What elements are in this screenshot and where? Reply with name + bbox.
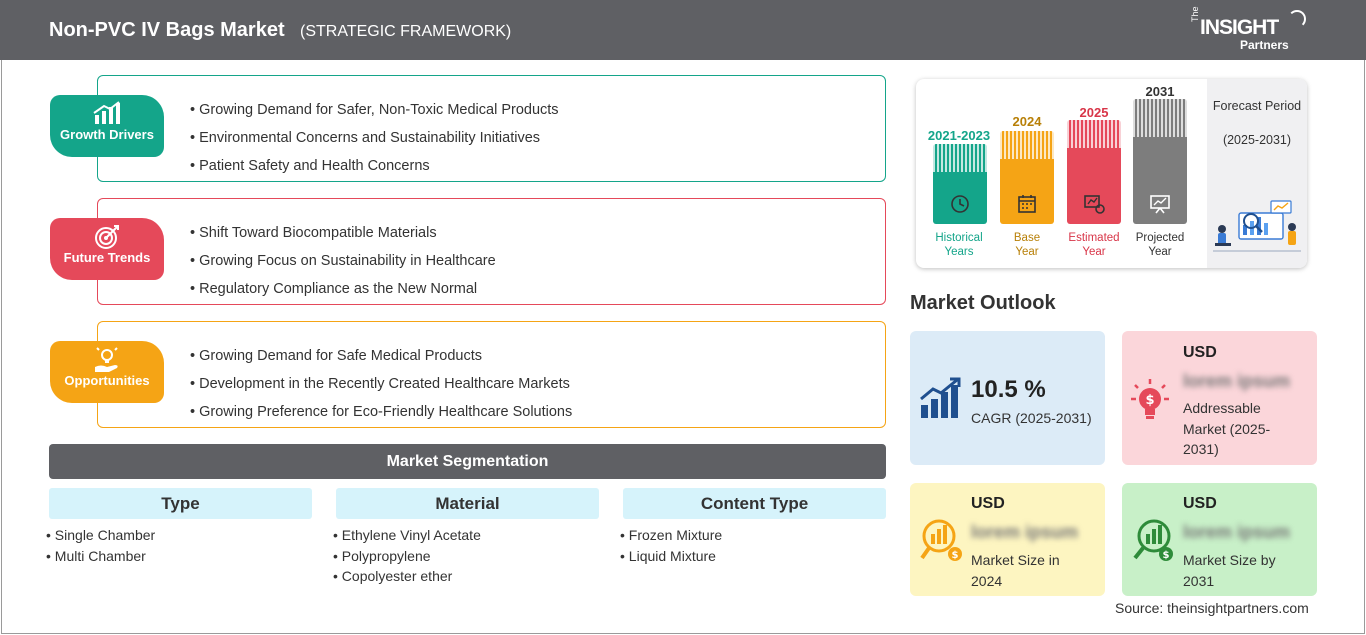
segment-type-title: Type — [49, 488, 312, 519]
list-item: Growing Demand for Safer, Non-Toxic Medi… — [190, 96, 558, 124]
segment-content-type-title: Content Type — [623, 488, 886, 519]
list-item: Regulatory Compliance as the New Normal — [190, 275, 496, 303]
page-title: Non-PVC IV Bags Market — [49, 19, 285, 41]
segment-type: Type Single Chamber Multi Chamber — [49, 488, 312, 566]
growth-drivers-box: Growing Demand for Safer, Non-Toxic Medi… — [97, 75, 886, 182]
opportunities-list: Growing Demand for Safe Medical Products… — [190, 342, 572, 426]
future-trends-box: Shift Toward Biocompatible Materials Gro… — [97, 198, 886, 305]
addressable-market-card: $ USD lorem ipsum Addressable Market (20… — [1122, 331, 1317, 465]
projection-icon — [1133, 193, 1187, 219]
addressable-market-value: lorem ipsum — [1183, 371, 1291, 391]
list-item: Patient Safety and Health Concerns — [190, 152, 559, 180]
content-frame — [1, 60, 1365, 634]
list-item: Shift Toward Biocompatible Materials — [190, 219, 496, 247]
cagr-card: 10.5 % CAGR (2025-2031) — [910, 331, 1105, 465]
market-size-2024-label: Market Size in 2024 — [971, 552, 1060, 589]
timeline-year-projected: 2031 — [1145, 84, 1175, 99]
svg-text:$: $ — [952, 550, 959, 561]
segment-material-title: Material — [336, 488, 599, 519]
list-item: Liquid Mixture — [620, 546, 886, 567]
target-icon — [50, 218, 164, 250]
list-item: Growing Preference for Eco-Friendly Heal… — [190, 398, 572, 426]
market-forecast-icon: $ — [1130, 518, 1176, 569]
list-item: Growing Demand for Safe Medical Products — [190, 342, 572, 370]
timeline-year-historical: 2021-2023 — [927, 128, 991, 143]
estimate-icon — [1067, 193, 1121, 219]
analyst-illustration-icon — [1213, 199, 1301, 260]
source-credit: Source: theinsightpartners.com — [1115, 600, 1309, 616]
list-item: Growing Focus on Sustainability in Healt… — [190, 247, 496, 275]
growth-chart-icon — [919, 377, 963, 424]
segment-content-type: Content Type Frozen Mixture Liquid Mixtu… — [623, 488, 886, 566]
segmentation-title: Market Segmentation — [49, 444, 886, 479]
page-subtitle: (STRATEGIC FRAMEWORK) — [300, 23, 512, 40]
list-item: Environmental Concerns and Sustainabilit… — [190, 124, 559, 152]
market-size-2031-currency: USD — [1183, 495, 1217, 512]
lightbulb-hand-icon — [50, 341, 164, 373]
market-size-2031-card: $ USD lorem ipsum Market Size by 2031 — [1122, 483, 1317, 596]
insight-partners-logo: The INSIGHT Partners — [1190, 6, 1310, 54]
growth-chart-icon — [50, 95, 164, 127]
opportunities-badge: Opportunities — [50, 341, 164, 403]
history-icon — [933, 193, 987, 219]
opportunities-box: Growing Demand for Safe Medical Products… — [97, 321, 886, 428]
list-item: Development in the Recently Created Heal… — [190, 370, 572, 398]
timeline-bar-historical — [933, 144, 987, 224]
market-size-2024-value: lorem ipsum — [971, 522, 1079, 542]
list-item: Ethylene Vinyl Acetate — [333, 525, 599, 546]
segment-material: Material Ethylene Vinyl Acetate Polyprop… — [336, 488, 599, 587]
cagr-label: CAGR (2025-2031) — [971, 410, 1092, 426]
market-size-2024-card: $ USD lorem ipsum Market Size in 2024 — [910, 483, 1105, 596]
list-item: Single Chamber — [46, 525, 312, 546]
cagr-value: 10.5 % — [971, 376, 1046, 403]
svg-text:$: $ — [1145, 393, 1154, 408]
market-size-2031-label: Market Size by 2031 — [1183, 552, 1276, 589]
forecast-period-label: Forecast Period — [1212, 99, 1302, 113]
timeline-bar-estimated — [1067, 120, 1121, 224]
calendar-icon — [1000, 193, 1054, 219]
svg-text:$: $ — [1163, 550, 1170, 561]
addressable-market-currency: USD — [1183, 344, 1217, 361]
list-item: Frozen Mixture — [620, 525, 886, 546]
idea-dollar-icon: $ — [1130, 377, 1170, 428]
timeline-year-estimated: 2025 — [1079, 105, 1109, 120]
forecast-period-panel: Forecast Period (2025-2031) — [1207, 79, 1307, 268]
list-item: Polypropylene — [333, 546, 599, 567]
market-outlook-title: Market Outlook — [910, 292, 1056, 314]
growth-drivers-badge: Growth Drivers — [50, 95, 164, 157]
list-item: Multi Chamber — [46, 546, 312, 567]
market-size-2031-value: lorem ipsum — [1183, 522, 1291, 542]
addressable-market-label: Addressable Market (2025-2031) — [1183, 400, 1271, 457]
market-analysis-icon: $ — [919, 518, 965, 569]
list-item: Copolyester ether — [333, 566, 599, 587]
future-trends-badge: Future Trends — [50, 218, 164, 280]
future-trends-list: Shift Toward Biocompatible Materials Gro… — [190, 219, 496, 303]
growth-drivers-list: Growing Demand for Safer, Non-Toxic Medi… — [190, 96, 559, 180]
forecast-period-range: (2025-2031) — [1222, 133, 1292, 147]
market-size-2024-currency: USD — [971, 495, 1005, 512]
timeline-year-base: 2024 — [1012, 114, 1042, 129]
header-bar: Non-PVC IV Bags Market (STRATEGIC FRAMEW… — [0, 0, 1366, 60]
